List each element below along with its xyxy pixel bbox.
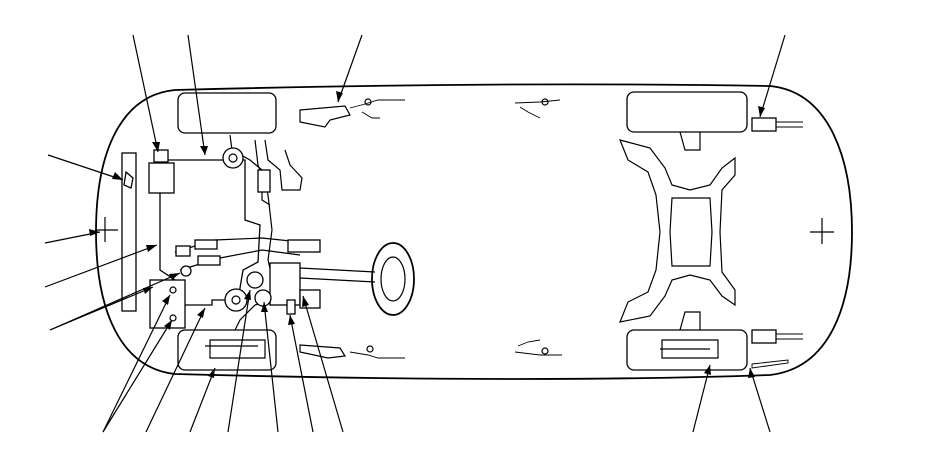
callout-16 bbox=[289, 314, 314, 433]
front-left-sensor-stub bbox=[361, 111, 380, 119]
front-bumper-beam bbox=[121, 152, 137, 312]
mount-bushing bbox=[246, 271, 264, 289]
steering-wheel-hub bbox=[380, 256, 406, 302]
front-left-sensor-plug bbox=[364, 98, 372, 106]
front-center-marker bbox=[95, 217, 118, 242]
callout-2 bbox=[187, 34, 206, 156]
cable-end-upper bbox=[194, 239, 218, 250]
rear-left-sensor bbox=[751, 117, 777, 132]
cable-grommet bbox=[180, 265, 192, 277]
front-strut-top-inner bbox=[228, 153, 238, 163]
callout-14 bbox=[227, 289, 251, 433]
callout-13 bbox=[189, 367, 216, 433]
front-right-sensor-lead bbox=[349, 351, 405, 359]
front-right-sensor-bracket bbox=[299, 344, 347, 359]
callout-10 bbox=[102, 294, 171, 433]
callout-3 bbox=[337, 34, 363, 103]
front-strut-top bbox=[222, 147, 244, 169]
callout-4 bbox=[759, 34, 786, 118]
rear-left-sensor-lead bbox=[776, 121, 803, 128]
front-lower-strut-inner bbox=[231, 295, 241, 305]
rear-lamp-lead bbox=[751, 359, 789, 369]
steering-shaft bbox=[299, 267, 376, 283]
cable-bracket bbox=[175, 245, 191, 257]
connector-harness bbox=[287, 239, 321, 253]
callout-18 bbox=[692, 364, 711, 433]
front-lower-strut bbox=[224, 288, 248, 312]
rear-subframe bbox=[618, 139, 736, 323]
brake-switch bbox=[286, 299, 296, 315]
front-left-wheel bbox=[177, 92, 277, 134]
callout-19 bbox=[749, 367, 771, 433]
mid-upper-sensor bbox=[514, 99, 561, 119]
drive-shaft-joint bbox=[254, 289, 272, 307]
steering-column-housing bbox=[269, 262, 301, 306]
callout-12 bbox=[145, 307, 206, 433]
rear-knuckle-lower bbox=[660, 339, 719, 359]
mid-lower-sensor bbox=[514, 339, 562, 356]
callout-17 bbox=[302, 295, 344, 433]
front-subframe bbox=[229, 134, 276, 331]
coolant-reservoir bbox=[148, 162, 175, 194]
front-left-sensor-bracket bbox=[299, 105, 351, 128]
callout-15 bbox=[263, 301, 279, 433]
cable-end-lower bbox=[197, 255, 221, 266]
callout-arrowheads bbox=[89, 91, 765, 378]
callout-7 bbox=[44, 244, 158, 288]
front-subframe-right bbox=[264, 139, 303, 191]
rear-axle-lower bbox=[679, 311, 701, 331]
rear-right-wheel bbox=[626, 329, 748, 371]
steering-wheel bbox=[371, 242, 415, 316]
callout-9 bbox=[49, 286, 154, 331]
rear-center-marker bbox=[810, 218, 834, 244]
battery-terminal-2 bbox=[169, 314, 177, 322]
callout-leaders bbox=[44, 34, 786, 433]
callout-11 bbox=[102, 319, 173, 433]
rear-left-wheel bbox=[626, 91, 748, 133]
mid-lower-sensor-plug bbox=[541, 347, 549, 355]
front-right-sensor-plug bbox=[366, 345, 374, 353]
front-right-wheel bbox=[177, 329, 277, 371]
callout-1 bbox=[132, 34, 159, 153]
rear-axle-upper bbox=[679, 131, 701, 151]
mid-upper-sensor-plug bbox=[541, 98, 549, 106]
cv-joint-boot bbox=[257, 169, 271, 193]
front-left-sensor-lead bbox=[349, 99, 405, 109]
front-tow-hook bbox=[123, 170, 134, 189]
rear-right-sensor bbox=[751, 329, 777, 344]
front-knuckle-lower bbox=[205, 339, 266, 359]
battery-terminal-1 bbox=[169, 286, 177, 294]
rear-crossmember bbox=[669, 197, 713, 267]
callout-5 bbox=[47, 154, 124, 181]
reservoir-cap bbox=[153, 149, 169, 163]
rear-right-sensor-lead bbox=[776, 333, 803, 340]
